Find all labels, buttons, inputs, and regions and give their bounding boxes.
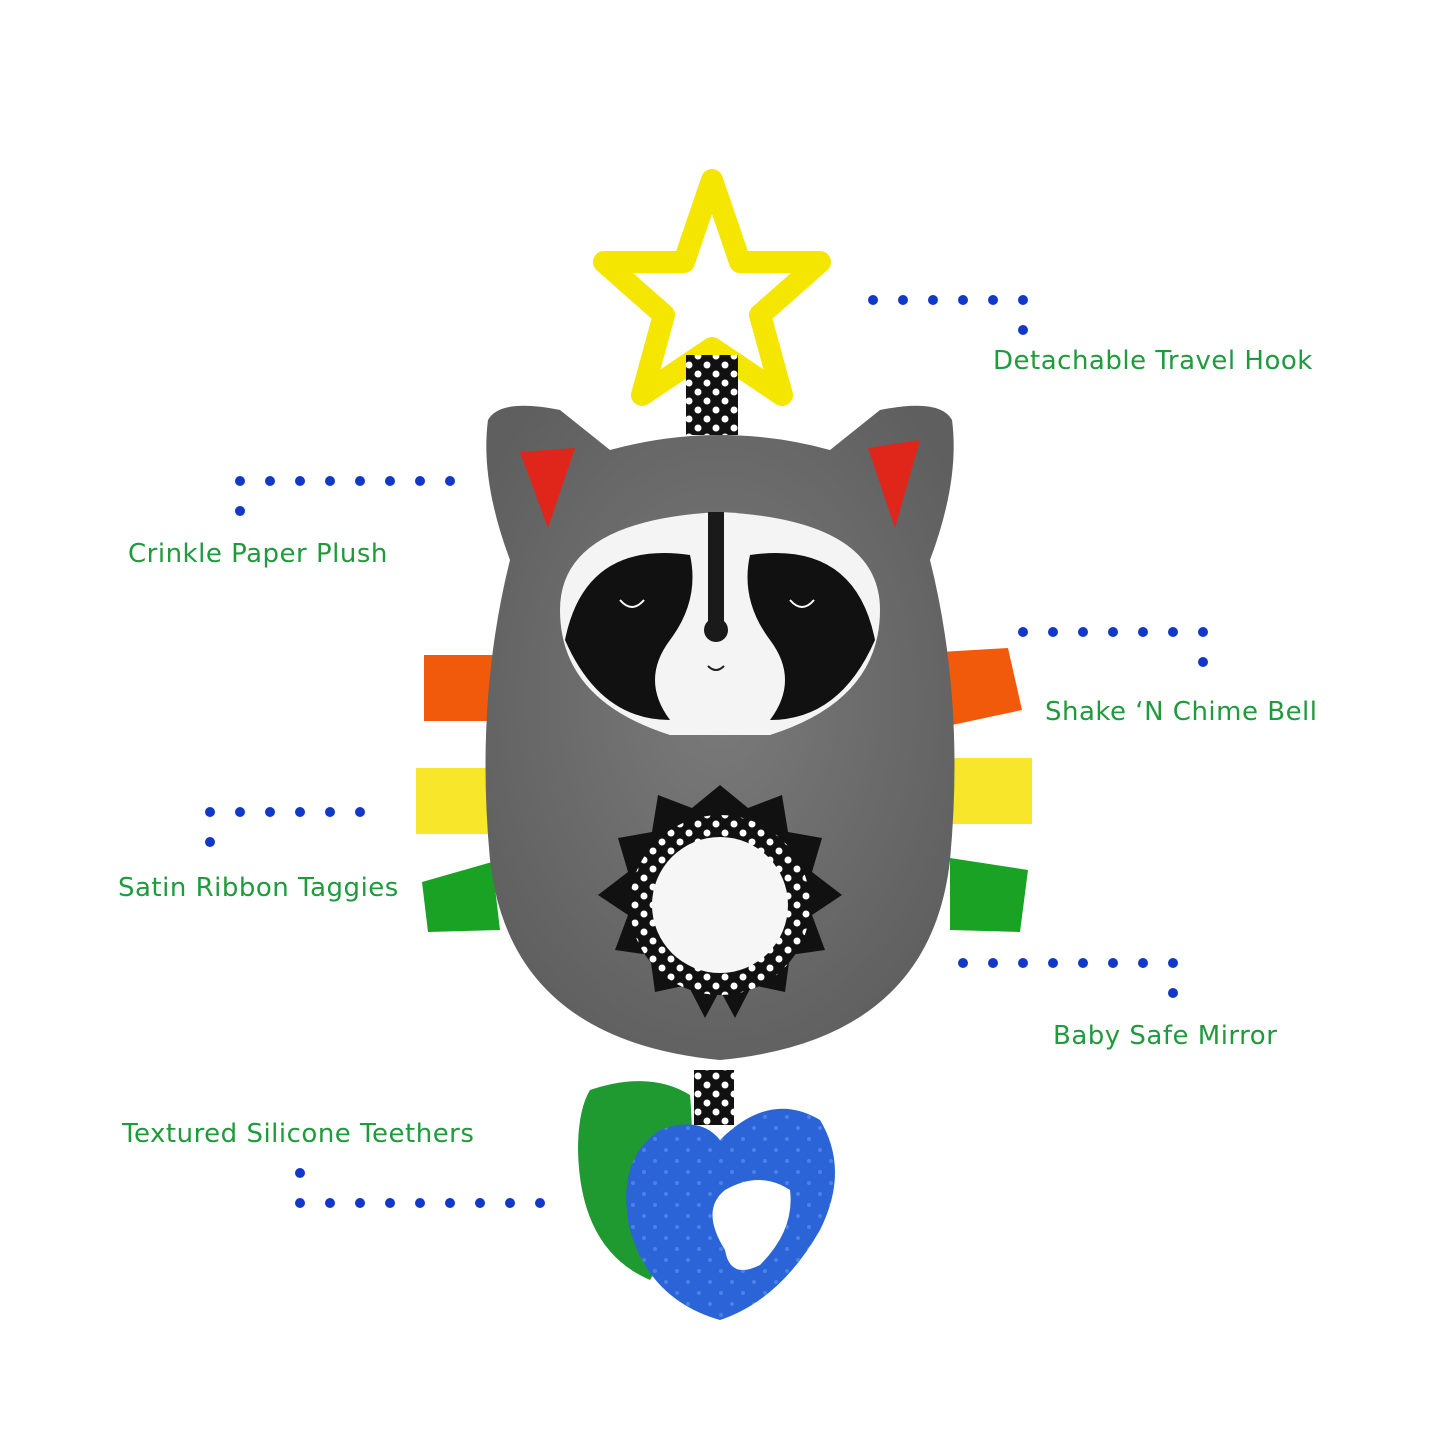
leader-dot — [988, 295, 998, 305]
callout-label: Textured Silicone Teethers — [122, 1119, 475, 1149]
leader-dot — [355, 807, 365, 817]
leader-dot — [235, 807, 245, 817]
leader-dot — [1138, 627, 1148, 637]
mirror — [652, 837, 788, 973]
callout-label: Shake ‘N Chime Bell — [1045, 697, 1318, 727]
leader-dot — [1138, 958, 1148, 968]
bottom-ribbon-loop — [694, 1070, 734, 1125]
leader-dot — [1048, 958, 1058, 968]
leader-dot — [1198, 627, 1208, 637]
raccoon-plush-body — [485, 405, 955, 1060]
ribbon-taggies-right — [940, 648, 1032, 932]
leader-dot — [1168, 958, 1178, 968]
leader-dot — [1018, 958, 1028, 968]
top-ribbon-loop — [686, 355, 738, 435]
callout-label: Detachable Travel Hook — [993, 346, 1313, 376]
leader-dot — [898, 295, 908, 305]
leader-dot — [1078, 627, 1088, 637]
leader-dot — [325, 476, 335, 486]
leader-dot — [958, 958, 968, 968]
leader-dot — [958, 295, 968, 305]
leader-dot — [295, 1198, 305, 1208]
leader-dot — [295, 807, 305, 817]
leader-dot — [385, 476, 395, 486]
leader-dot — [235, 476, 245, 486]
leader-dot — [445, 1198, 455, 1208]
leader-dot — [475, 1198, 485, 1208]
leader-dot — [1198, 657, 1208, 667]
leader-dot — [355, 1198, 365, 1208]
leader-dot — [1018, 325, 1028, 335]
leader-dot — [988, 958, 998, 968]
leader-dot — [445, 476, 455, 486]
callout-label: Satin Ribbon Taggies — [118, 873, 399, 903]
leader-dot — [325, 807, 335, 817]
leader-dot — [325, 1198, 335, 1208]
leader-dot — [1108, 958, 1118, 968]
leader-dot — [535, 1198, 545, 1208]
leader-dot — [205, 807, 215, 817]
leader-dot — [235, 506, 245, 516]
leader-dot — [385, 1198, 395, 1208]
callout-label: Crinkle Paper Plush — [128, 539, 388, 569]
leader-dot — [1048, 627, 1058, 637]
leader-dot — [415, 476, 425, 486]
leader-dot — [265, 807, 275, 817]
leader-dot — [295, 1168, 305, 1178]
leader-dot — [1108, 627, 1118, 637]
leader-dot — [1168, 988, 1178, 998]
leader-dot — [1018, 295, 1028, 305]
leader-dot — [1078, 958, 1088, 968]
leader-dot — [265, 476, 275, 486]
leader-dot — [355, 476, 365, 486]
leader-dot — [415, 1198, 425, 1208]
leader-dot — [295, 476, 305, 486]
leader-dot — [928, 295, 938, 305]
leader-dot — [1168, 627, 1178, 637]
callout-label: Baby Safe Mirror — [1053, 1021, 1278, 1051]
leader-dot — [1018, 627, 1028, 637]
leader-dot — [868, 295, 878, 305]
leader-dot — [505, 1198, 515, 1208]
heart-teether-icon — [626, 1108, 835, 1320]
star-hook-icon — [593, 169, 831, 406]
leader-dot — [205, 837, 215, 847]
